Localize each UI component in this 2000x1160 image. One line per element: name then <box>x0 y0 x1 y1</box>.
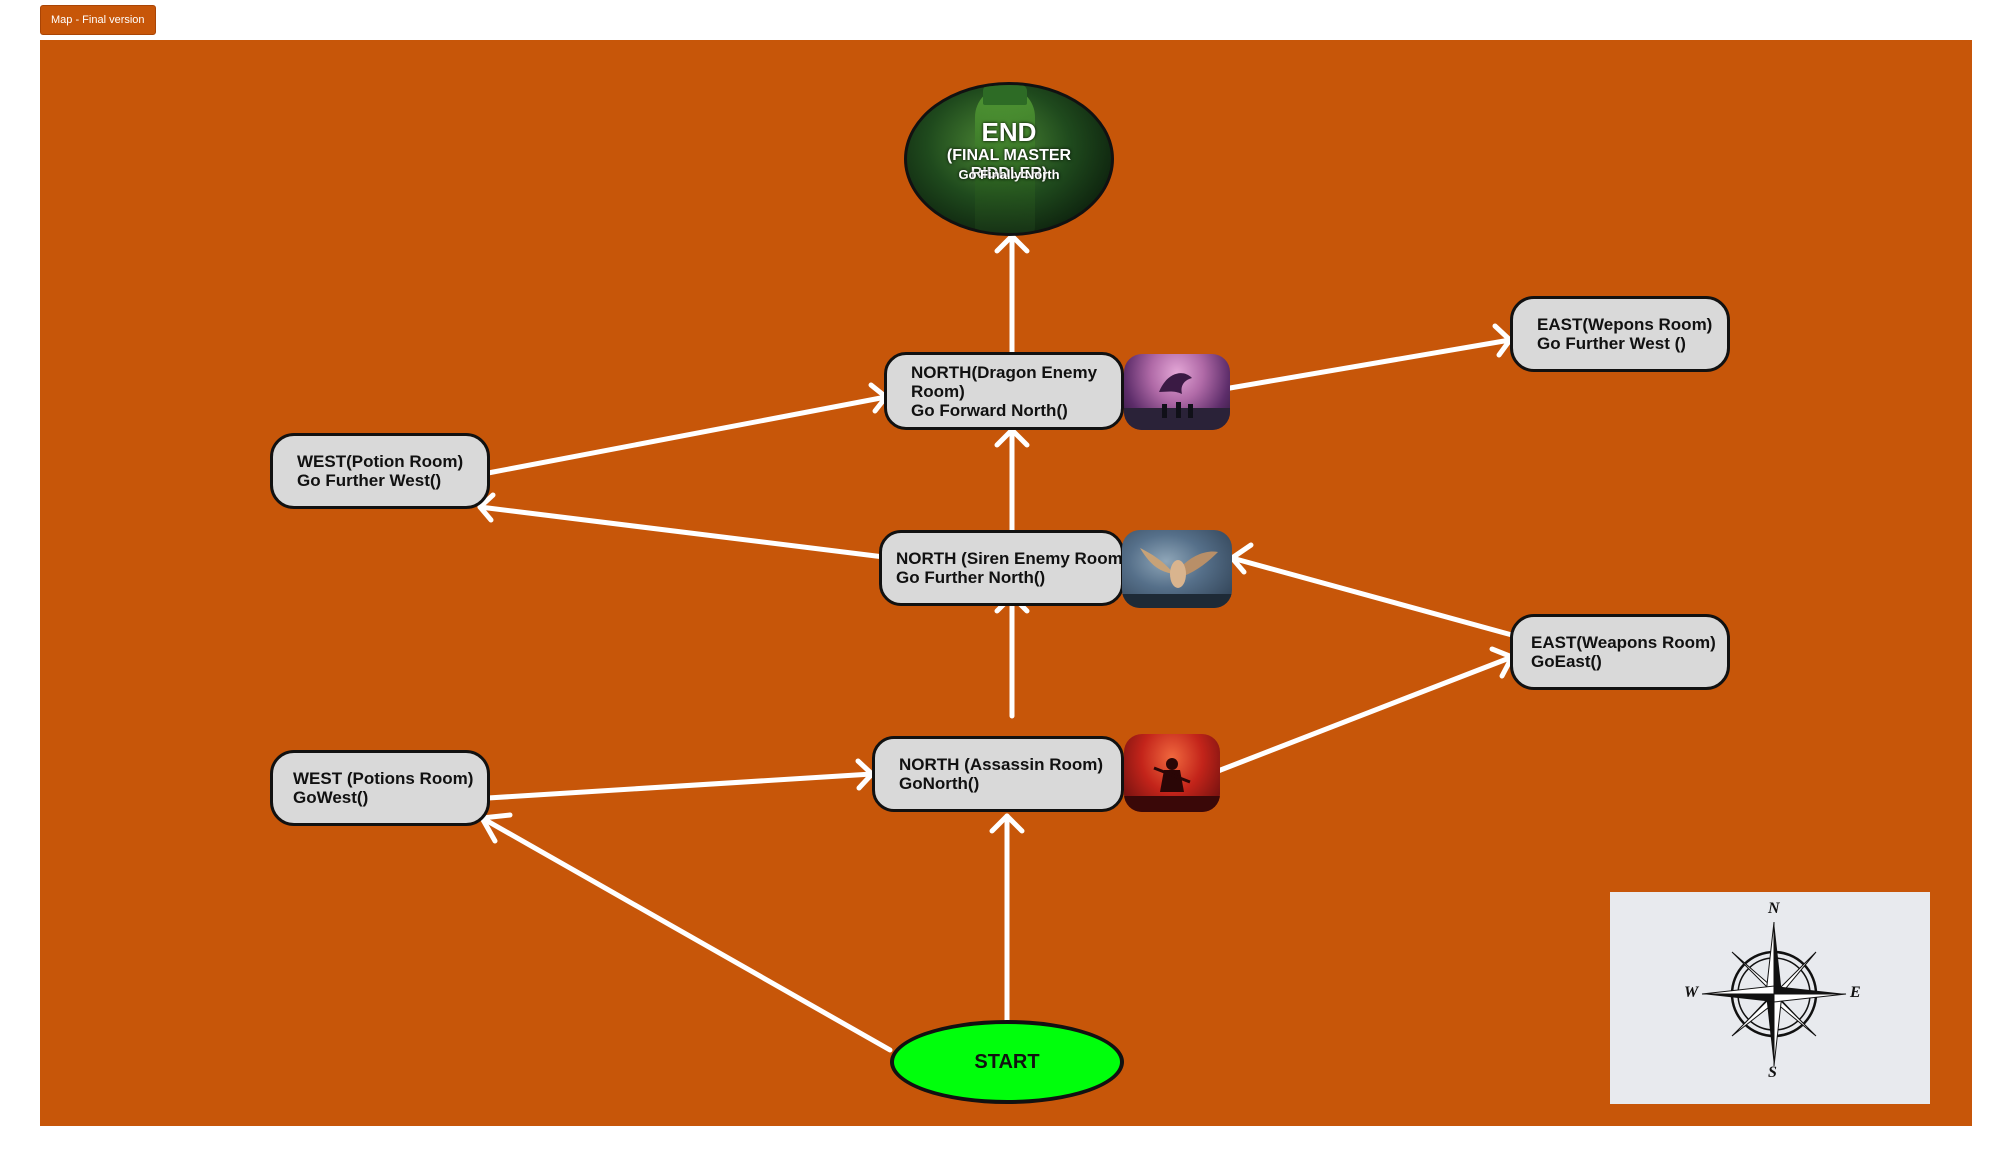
dragon-thumbnail-image <box>1124 354 1230 430</box>
siren-thumbnail-image <box>1122 530 1232 608</box>
end-action: Go Finally North <box>958 167 1060 182</box>
compass-rose-icon <box>1701 921 1847 1067</box>
compass-east-label: E <box>1850 984 1861 1001</box>
start-node[interactable]: START <box>890 1020 1124 1104</box>
edge-start-to-north-assassin <box>989 813 1025 1023</box>
node-north-assassin[interactable]: NORTH (Assassin Room) GoNorth() <box>872 736 1124 812</box>
edge-north-dragon-to-east-wepons <box>1227 323 1513 391</box>
end-subtitle: (FINAL MASTER RIDDLER) <box>946 147 1072 182</box>
node-west-potion-line2: Go Further West() <box>297 471 442 490</box>
node-north-assassin-line2: GoNorth() <box>899 774 980 793</box>
node-east-weapons-line1: EAST(Weapons Room) <box>1531 633 1716 652</box>
edge-east-weapons-to-north-siren <box>1229 542 1515 638</box>
assassin-silhouette-icon <box>1124 758 1220 812</box>
node-north-dragon[interactable]: NORTH(Dragon Enemy Room) Go Forward Nort… <box>884 352 1124 430</box>
compass-north-label: N <box>1768 900 1780 917</box>
node-north-siren-line1: NORTH (Siren Enemy Room) <box>896 549 1129 568</box>
node-east-weapons-line2: GoEast() <box>1531 652 1602 671</box>
end-title: END <box>981 117 1037 147</box>
edge-north-siren-to-north-dragon <box>994 427 1030 533</box>
edge-north-dragon-to-end <box>994 233 1030 357</box>
node-north-siren-line2: Go Further North() <box>896 568 1046 587</box>
riddler-hat-image <box>983 85 1027 105</box>
node-north-siren[interactable]: NORTH (Siren Enemy Room) Go Further Nort… <box>879 530 1129 606</box>
edge-west-potions-to-north-assassin <box>485 758 875 801</box>
map-board: END (FINAL MASTER RIDDLER) Go Finally No… <box>40 40 1972 1126</box>
node-east-wepons-line1: EAST(Wepons Room) <box>1537 315 1713 334</box>
node-east-wepons-line2: Go Further West () <box>1537 334 1686 353</box>
node-east-weapons[interactable]: EAST(Weapons Room) GoEast() <box>1510 614 1730 690</box>
compass-panel: N E S W <box>1610 892 1930 1104</box>
edge-start-to-west-potions <box>479 812 893 1053</box>
dragon-silhouette-icon <box>1124 373 1230 430</box>
edge-layer <box>477 233 1515 1053</box>
compass-south-label: S <box>1768 1064 1777 1081</box>
start-label: START <box>974 1050 1040 1073</box>
edge-north-assassin-to-north-siren <box>994 593 1030 719</box>
node-north-dragon-line2: Room) <box>911 381 965 401</box>
node-west-potion-line1: WEST(Potion Room) <box>297 452 464 471</box>
node-west-potions[interactable]: WEST (Potions Room) GoWest() <box>270 750 490 826</box>
frame-label[interactable]: Map - Final version <box>40 5 156 35</box>
riddler-figure-image <box>975 87 1035 233</box>
edge-north-assassin-to-east-weapons <box>1215 646 1515 774</box>
node-east-wepons[interactable]: EAST(Wepons Room) Go Further West () <box>1510 296 1730 372</box>
node-north-assassin-line1: NORTH (Assassin Room) <box>899 755 1104 774</box>
edge-west-potion-to-north-dragon <box>485 382 889 476</box>
node-west-potion[interactable]: WEST(Potion Room) Go Further West() <box>270 433 490 509</box>
node-north-dragon-line1: NORTH(Dragon Enemy <box>911 362 1098 382</box>
edge-north-siren-to-west-potion <box>477 492 887 560</box>
node-north-dragon-line3: Go Forward North() <box>911 400 1068 420</box>
siren-creature-icon <box>1122 548 1232 608</box>
node-west-potions-line1: WEST (Potions Room) <box>293 769 474 788</box>
assassin-thumbnail-image <box>1124 734 1220 812</box>
end-node[interactable]: END (FINAL MASTER RIDDLER) Go Finally No… <box>904 82 1114 236</box>
compass-west-label: W <box>1684 984 1699 1001</box>
node-west-potions-line2: GoWest() <box>293 788 369 807</box>
